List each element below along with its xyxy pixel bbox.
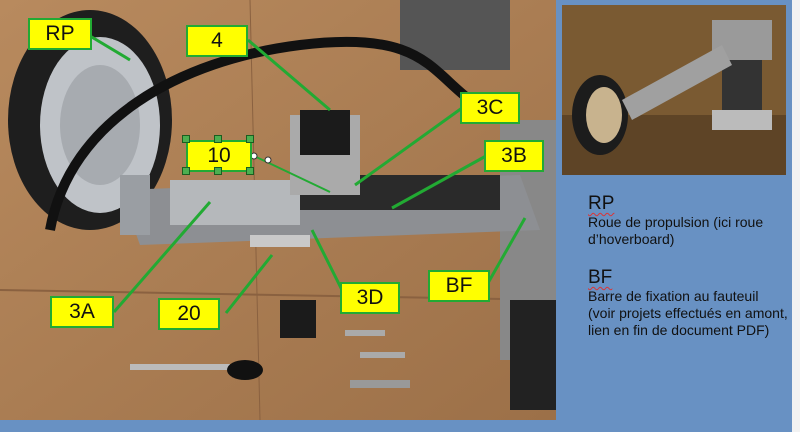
legend-rp-desc: Roue de propulsion (ici roue d’hoverboar… xyxy=(588,214,764,247)
inset-photo xyxy=(562,5,786,175)
label-bf: BF xyxy=(428,270,490,302)
selection-handle[interactable] xyxy=(214,167,222,175)
label-3a: 3A xyxy=(50,296,114,328)
label-4: 4 xyxy=(186,25,248,57)
label-rp: RP xyxy=(28,18,92,50)
selection-handle[interactable] xyxy=(182,167,190,175)
selection-handle[interactable] xyxy=(182,135,190,143)
legend-rp-abbr: RP xyxy=(588,193,615,214)
assembly-photo xyxy=(0,0,556,420)
label-3d: 3D xyxy=(340,282,400,314)
legend-panel: RP Roue de propulsion (ici roue d’hoverb… xyxy=(588,194,788,339)
legend-bf-abbr: BF xyxy=(588,267,613,288)
selection-handle[interactable] xyxy=(246,135,254,143)
selection-handle[interactable] xyxy=(246,167,254,175)
legend-bf-desc: Barre de fixation au fauteuil (voir proj… xyxy=(588,288,788,338)
leader-lines xyxy=(89,34,527,314)
label-20: 20 xyxy=(158,298,220,330)
selection-handle[interactable] xyxy=(214,135,222,143)
slide-edge xyxy=(792,0,800,432)
label-3c: 3C xyxy=(460,92,520,124)
label-3b: 3B xyxy=(484,140,544,172)
